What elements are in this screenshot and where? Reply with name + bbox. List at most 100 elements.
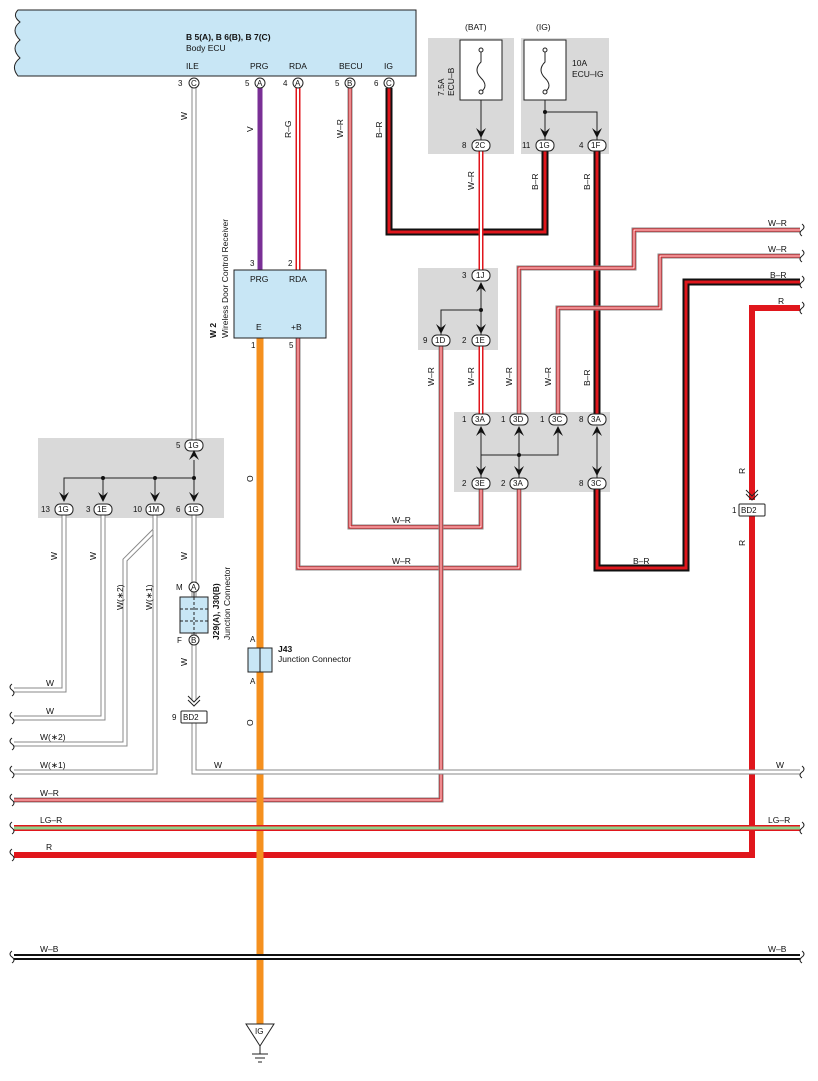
lbl-left-w-2: W [88, 552, 98, 560]
lbl-orange-o-2: O [245, 719, 255, 726]
wire-becu-wr [347, 88, 484, 530]
j43-pin-top: A [250, 635, 256, 644]
ground-label: IG [255, 1027, 263, 1036]
lbl-3c-br-h: B–R [633, 556, 650, 566]
receiver-pin-prg: PRG [250, 274, 268, 284]
wire-left-w-3 [14, 512, 158, 747]
lbl-becu-wr: W–R [335, 119, 345, 138]
ecu-pin-label-ile: ILE [186, 61, 199, 71]
conn-1g-fuse-pin: 11 [522, 141, 531, 150]
wire-3c-wr [555, 253, 800, 418]
lbl-bus-wr: W–R [40, 788, 59, 798]
receiver-pin-num-2: 2 [288, 259, 293, 268]
arrow-heads [59, 110, 602, 502]
bd2-left-pin: 9 [172, 713, 177, 722]
lbl-out-wr-2: W–R [768, 244, 787, 254]
conn-3c-b: 3C [591, 479, 601, 488]
conn-1g-6: 1G [188, 505, 199, 514]
lbl-1g-w: W [179, 552, 189, 560]
lbl-bus-w-right: W [776, 760, 784, 770]
ecu-pin-conn-ig: C [386, 79, 392, 88]
conn-1e-pin: 2 [462, 336, 467, 345]
j29-conn-a: A [191, 583, 197, 592]
lbl-j29-w: W [179, 658, 189, 666]
conn-3e: 3E [475, 479, 485, 488]
conn-1e-left: 1E [97, 505, 107, 514]
lbl-left-w1: W(∗1) [144, 584, 154, 610]
j29-bottom-pin: F [177, 636, 182, 645]
receiver-pin-e: E [256, 322, 262, 332]
fuse-ecu-ig-supply: (IG) [536, 22, 551, 32]
receiver-pin-num-5: 5 [289, 341, 294, 350]
lbl-bus-w-2: W [46, 706, 54, 716]
lbl-out-br: B–R [770, 270, 787, 280]
j29-desc: Junction Connector [222, 567, 232, 640]
lbl-bus-w-mid: W [214, 760, 222, 770]
ecu-pin-num-ile: 3 [178, 79, 183, 88]
wire-left-w-4 [14, 530, 158, 775]
j29-conn-a-circle [188, 581, 200, 593]
j43-id: J43 [278, 644, 292, 654]
fuse-ecu-ig-name: ECU–IG [572, 69, 604, 79]
wire-plus-b-wr [295, 338, 522, 571]
lbl-bus-wb-right: W–B [768, 944, 787, 954]
conn-3d: 3D [513, 415, 523, 424]
lbl-bus-wb-left: W–B [40, 944, 59, 954]
lbl-bus-lgr-left: LG–R [40, 815, 62, 825]
conn-1g-13: 1G [58, 505, 69, 514]
bd2-connector-left: BD2 9 [172, 695, 208, 724]
conn-1e-left-pin: 3 [86, 505, 91, 514]
receiver-w2: PRG RDA E +B 3 2 1 5 W 2 Wireless Door C… [208, 219, 327, 350]
ecu-pin-conn-ile: C [191, 79, 197, 88]
conn-3a-c-pin: 2 [501, 479, 506, 488]
conn-1f-pin: 4 [579, 141, 584, 150]
ecu-pin-label-rda: RDA [289, 61, 307, 71]
lbl-1d-wr: W–R [426, 367, 436, 386]
lbl-2c-wr: W–R [466, 171, 476, 190]
ecu-pin-num-prg: 5 [245, 79, 250, 88]
conn-1d-pin: 9 [423, 336, 428, 345]
wire-3c-br-out [593, 278, 800, 572]
conn-1d: 1D [435, 336, 445, 345]
bd2-right-label: BD2 [741, 506, 757, 515]
lbl-3d-wr: W–R [504, 367, 514, 386]
ecu-pin-label-ig: IG [384, 61, 393, 71]
lbl-prg-v: V [245, 126, 255, 132]
j29-top-pin: M [176, 583, 183, 592]
wire-break-marks [9, 223, 805, 964]
j43-pin-bottom: A [250, 677, 256, 686]
lbl-3a-br: B–R [582, 369, 592, 386]
bd2-connector-right: BD2 1 [732, 489, 766, 517]
conn-3d-pin: 1 [501, 415, 506, 424]
junction-j29-j30: M F J29(A), J30(B) Junction Connector [176, 567, 232, 645]
lbl-bus-w-1: W [46, 678, 54, 688]
receiver-pin-plus-b: +B [291, 322, 302, 332]
receiver-pin-num-3: 3 [250, 259, 255, 268]
conn-1g-top: 1G [188, 441, 199, 450]
conn-1g-6-pin: 6 [176, 505, 181, 514]
ecu-pin-num-becu: 5 [335, 79, 340, 88]
connector-ovals: 2C 8 1G 11 1F 4 1J 3 1D 9 1E 2 3A 1 3D 1… [41, 139, 607, 516]
conn-3c-a-pin: 1 [540, 415, 545, 424]
conn-1g-top-pin: 5 [176, 441, 181, 450]
ecu-pin-circles: C A A B C 3 5 4 5 6 [178, 77, 395, 89]
wire-labels: W V R–G W–R B–R W–R B–R B–R W–R W–R B–R … [40, 112, 790, 954]
junction-j43: A A J43 Junction Connector [247, 635, 351, 686]
lbl-bus-r: R [46, 842, 52, 852]
lbl-plusb-wr-h: W–R [392, 556, 411, 566]
junction-left-bus [63, 460, 195, 500]
ecu-pin-conn-prg: A [257, 79, 263, 88]
receiver-id: W 2 [208, 323, 218, 338]
lbl-becu-wr-h: W–R [392, 515, 411, 525]
conn-3a-b: 3A [591, 415, 601, 424]
lbl-out-r: R [778, 296, 784, 306]
j29-name: J29(A), J30(B) [211, 583, 221, 640]
lbl-1f-br: B–R [582, 173, 592, 190]
ecu-pin-num-ig: 6 [374, 79, 379, 88]
conn-1g-13-pin: 13 [41, 505, 50, 514]
lbl-left-w-1: W [49, 552, 59, 560]
wire-ig-br [385, 88, 549, 236]
lbl-bd2-r-bottom: R [737, 540, 747, 546]
